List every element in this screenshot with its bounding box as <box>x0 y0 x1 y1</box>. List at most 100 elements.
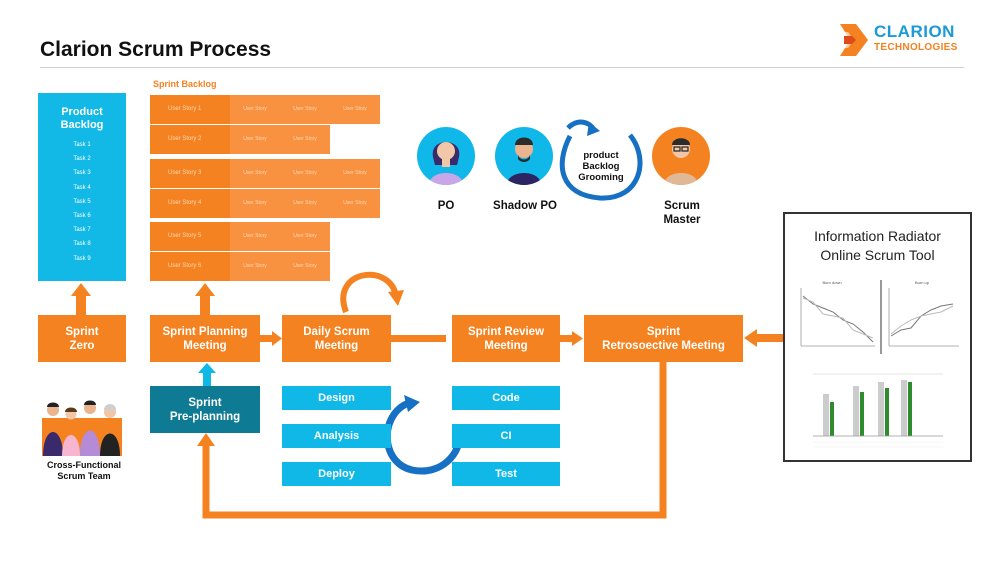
arrow-planning-to-daily <box>260 331 282 346</box>
sprint-preplanning-box: Sprint Pre-planning <box>150 386 260 433</box>
team-label: Cross-Functional Scrum Team <box>33 460 135 482</box>
grooming-line1: product <box>583 150 619 161</box>
user-story-cell: User Story 1 <box>150 95 230 124</box>
man-person-icon <box>507 137 541 185</box>
clarion-logo-icon <box>838 24 868 56</box>
product-backlog-panel: Product Backlog Task 1 Task 2 Task 3 Tas… <box>38 93 126 281</box>
user-story-cell: User Story 5 <box>150 222 230 251</box>
grooming-label: product Backlog Grooming <box>570 150 632 183</box>
story-cell: User Story <box>280 159 330 188</box>
story-cell: User Story <box>230 125 280 154</box>
product-backlog-title-line2: Backlog <box>60 119 104 131</box>
sprint-review-box: Sprint Review Meeting <box>452 315 560 362</box>
sprint-zero-box: Sprint Zero <box>38 315 126 362</box>
sprint-backlog-label: Sprint Backlog <box>153 79 217 89</box>
team-line2: Scrum Team <box>57 471 111 481</box>
backlog-task: Task 9 <box>73 255 91 262</box>
grooming-line3: Grooming <box>578 172 624 183</box>
daily-cycle-arrow <box>340 271 399 314</box>
information-radiator-panel: Information Radiator Online Scrum Tool B… <box>783 212 972 462</box>
story-cell: User Story <box>280 95 330 124</box>
design-box: Design <box>282 386 391 410</box>
arrow-daily-to-review <box>391 335 446 342</box>
backlog-task: Task 4 <box>73 184 91 191</box>
backlog-task: Task 6 <box>73 212 91 219</box>
planning-line1: Sprint Planning <box>162 325 248 338</box>
backlog-task: Task 2 <box>73 156 91 163</box>
backlog-task: Task 1 <box>73 142 91 148</box>
radiator-title-line1: Information Radiator <box>814 228 941 244</box>
user-story-cell: User Story 2 <box>150 125 230 154</box>
review-line2: Meeting <box>484 339 528 352</box>
story-cell: User Story <box>330 159 380 188</box>
shadow-po-avatar <box>495 127 553 185</box>
test-box: Test <box>452 462 560 486</box>
retro-line2: Retrosoective Meeting <box>602 339 725 352</box>
backlog-task: Task 7 <box>73 227 91 234</box>
user-story-cell: User Story 3 <box>150 159 230 188</box>
preplanning-line2: Pre-planning <box>169 410 241 423</box>
radiator-title-line2: Online Scrum Tool <box>820 247 935 263</box>
sprint-planning-box: Sprint Planning Meeting <box>150 315 260 362</box>
user-story-cell: User Story 6 <box>150 252 230 281</box>
feedback-loop-line <box>202 362 667 519</box>
story-cell: User Story <box>330 95 380 124</box>
story-cell: User Story <box>280 125 330 154</box>
arrow-review-to-retro <box>560 331 583 346</box>
arrow-preplanning-to-planning <box>198 363 216 386</box>
story-cell: User Story <box>280 252 330 281</box>
product-backlog-title-line1: Product <box>61 106 103 118</box>
radiator-charts-thumbnail <box>800 280 959 448</box>
story-cell: User Story <box>230 95 280 124</box>
man-glasses-icon <box>664 138 698 185</box>
team-line1: Cross-Functional <box>46 460 121 470</box>
header-divider <box>40 67 964 68</box>
backlog-task: Task 5 <box>73 198 91 205</box>
arrow-planning-to-sprintbacklog <box>195 283 215 315</box>
burn-up-title: Burn up <box>914 280 929 285</box>
scrum-master-line2: Master <box>663 214 701 226</box>
sprint-backlog-row: User Story 4 User Story User Story User … <box>150 189 380 218</box>
sprint-zero-line2: Zero <box>69 339 95 352</box>
preplanning-line1: Sprint <box>188 396 222 409</box>
daily-scrum-box: Daily Scrum Meeting <box>282 315 391 362</box>
daily-line1: Daily Scrum <box>303 325 370 338</box>
ci-box: CI <box>452 424 560 448</box>
arrow-radiator-to-retro <box>744 329 783 347</box>
story-cell: User Story <box>330 189 380 218</box>
po-avatar <box>417 127 475 185</box>
shadow-po-label: Shadow PO <box>493 200 557 212</box>
daily-line2: Meeting <box>314 339 359 352</box>
sprint-backlog-row: User Story 1 User Story User Story User … <box>150 95 380 124</box>
sprint-retro-box: Sprint Retrosoective Meeting <box>584 315 743 362</box>
logo-line2: TECHNOLOGIES <box>874 42 958 53</box>
story-cell: User Story <box>280 222 330 251</box>
scrum-master-avatar <box>652 127 710 185</box>
user-story-cell: User Story 4 <box>150 189 230 218</box>
sprint-backlog-row: User Story 5 User Story User Story <box>150 222 330 251</box>
company-logo: CLARION TECHNOLOGIES <box>834 18 974 62</box>
planning-line2: Meeting <box>183 339 227 352</box>
page-title: Clarion Scrum Process <box>40 38 272 61</box>
review-line1: Sprint Review <box>467 325 545 338</box>
burn-down-title: Burn down <box>822 280 842 285</box>
backlog-task: Task 8 <box>73 241 91 248</box>
sprint-backlog-row: User Story 6 User Story User Story <box>150 252 330 281</box>
deploy-box: Deploy <box>282 462 391 486</box>
woman-person-icon <box>429 142 463 185</box>
team-people-icon <box>42 400 122 456</box>
team-illustration <box>38 396 126 456</box>
scrum-master-label: Scrum Master <box>652 199 712 227</box>
story-cell: User Story <box>280 189 330 218</box>
code-box: Code <box>452 386 560 410</box>
backlog-task: Task 3 <box>73 170 91 177</box>
logo-line1: CLARION <box>874 22 955 41</box>
story-cell: User Story <box>230 189 280 218</box>
grooming-line2: Backlog <box>582 161 620 172</box>
story-cell: User Story <box>230 252 280 281</box>
po-label: PO <box>437 200 455 212</box>
story-cell: User Story <box>230 159 280 188</box>
sprint-zero-line1: Sprint <box>65 325 99 338</box>
analysis-box: Analysis <box>282 424 391 448</box>
